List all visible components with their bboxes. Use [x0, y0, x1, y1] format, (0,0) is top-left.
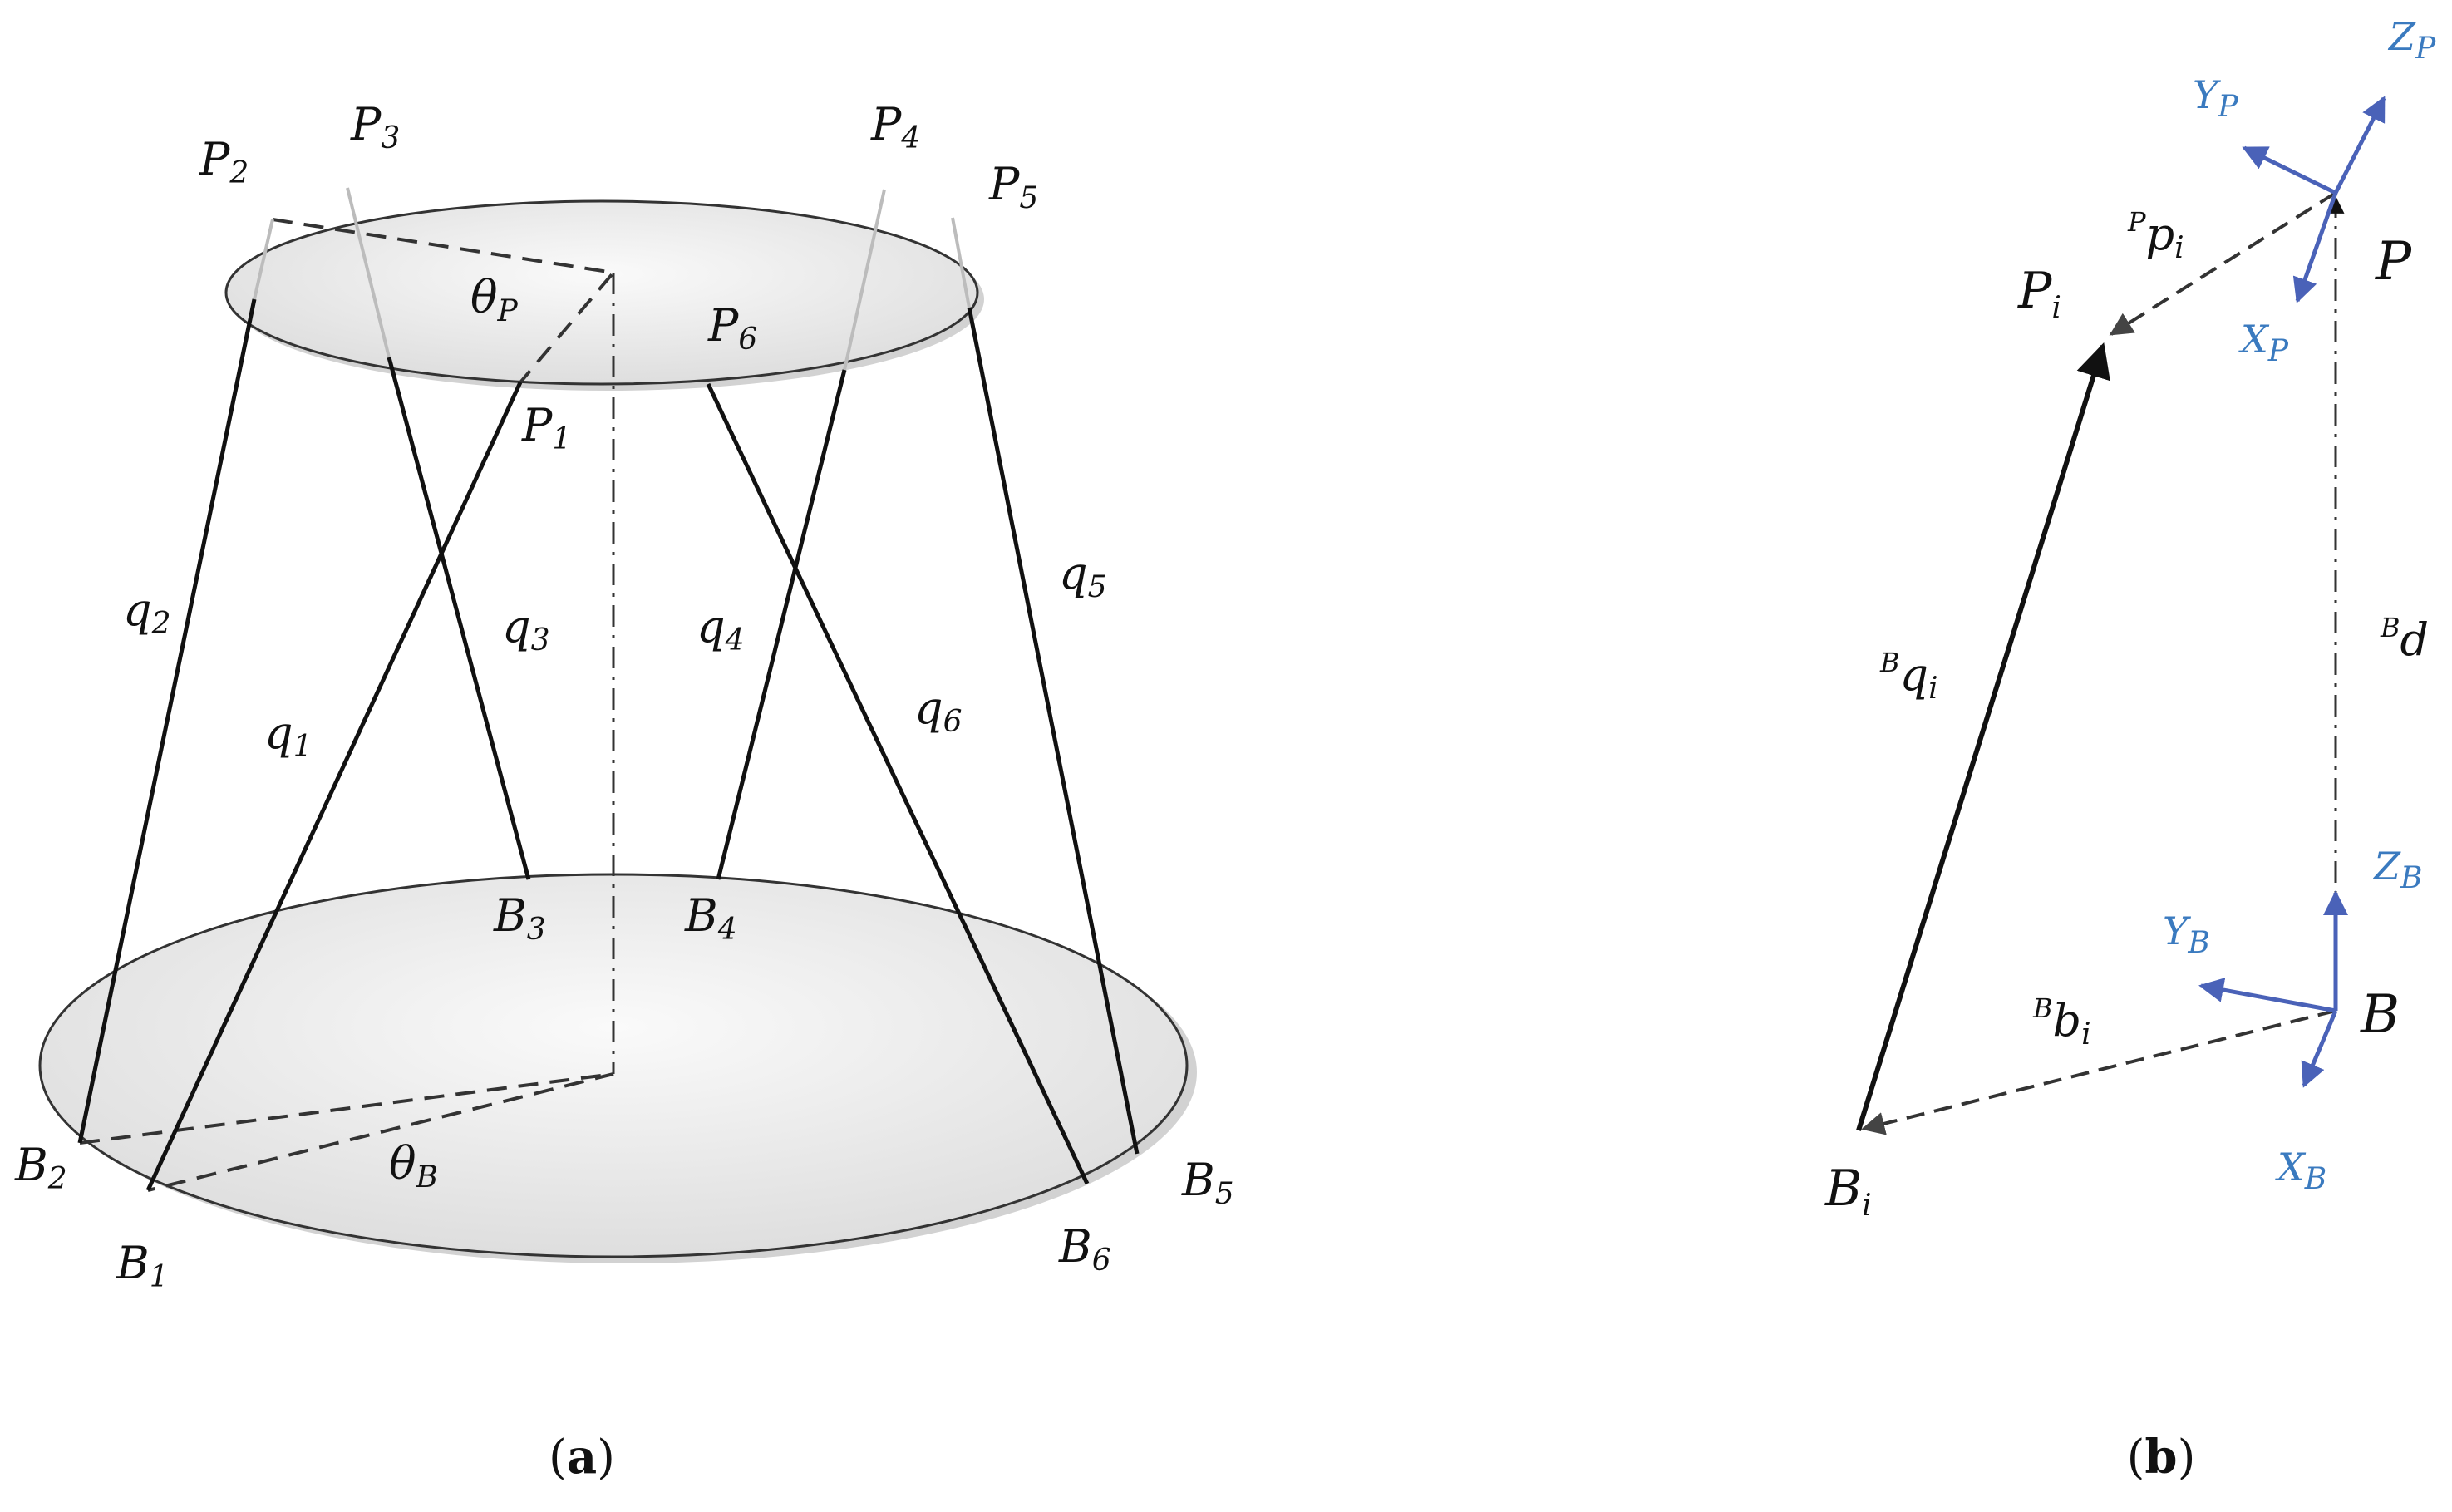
vector-b-i — [1861, 1009, 2336, 1135]
label-q1: q1 — [264, 707, 312, 764]
leg-q1 — [145, 381, 523, 1192]
label-p-vector: Ppi — [2127, 206, 2184, 265]
label-P: P — [2375, 231, 2412, 293]
leg-q3 — [387, 357, 531, 880]
frame-P-X-axis — [2292, 192, 2338, 303]
label-Y-P: YP — [2193, 72, 2238, 124]
label-q2: q2 — [123, 584, 170, 641]
label-B6: B6 — [1058, 1220, 1111, 1278]
label-B5: B5 — [1181, 1154, 1234, 1211]
label-Y-B: YB — [2163, 909, 2210, 960]
label-q4: q4 — [697, 600, 744, 657]
vector-q-i — [1856, 342, 2110, 1131]
label-theta-P: θP — [470, 271, 519, 328]
label-P5: P5 — [988, 158, 1038, 215]
label-b-vector: Bbi — [2032, 992, 2091, 1052]
frame-B-Y-axis — [2198, 978, 2336, 1013]
leg-q4 — [716, 369, 847, 880]
panel-b: Pi Bi P B Ppi Bqi Bbi Bd YP ZP XP ZB YB … — [1824, 14, 2436, 1485]
label-P4: P4 — [870, 98, 920, 155]
label-P1: P1 — [521, 399, 571, 456]
frame-B-X-axis — [2301, 1010, 2338, 1088]
label-P2: P2 — [199, 133, 249, 190]
label-Z-P: ZP — [2387, 14, 2436, 66]
label-X-B: XB — [2275, 1145, 2326, 1196]
label-B2: B2 — [14, 1139, 67, 1196]
label-q3: q3 — [502, 600, 549, 657]
leg-faint-3 — [346, 187, 391, 358]
vector-p-i — [2109, 191, 2337, 336]
leg-faint-5 — [951, 217, 971, 308]
label-X-P: XP — [2238, 317, 2289, 368]
leg-q2 — [77, 298, 257, 1144]
label-Bi: Bi — [1824, 1160, 1872, 1223]
label-Z-B: ZB — [2372, 844, 2422, 895]
label-B3: B3 — [493, 889, 546, 947]
caption-a: (a) — [549, 1430, 615, 1485]
label-B1: B1 — [116, 1237, 169, 1294]
leg-faint-4 — [843, 189, 886, 371]
label-P6: P6 — [707, 299, 757, 357]
label-theta-B: θB — [389, 1137, 438, 1194]
label-B4: B4 — [684, 889, 737, 947]
label-d-vector: Bd — [2380, 612, 2429, 666]
label-q6: q6 — [914, 682, 962, 739]
caption-b: (b) — [2127, 1430, 2196, 1485]
label-P3: P3 — [350, 98, 400, 155]
frame-P-Y-axis — [2242, 145, 2337, 195]
label-B: B — [2360, 984, 2400, 1046]
leg-q5 — [967, 307, 1140, 1155]
leg-faint-2 — [253, 219, 274, 300]
panel-a: P1 P2 P3 P4 P5 P6 B1 B2 B3 B4 B5 B6 q1 q… — [14, 98, 1234, 1485]
label-Pi: Pi — [2017, 262, 2061, 325]
top-ellipse — [224, 199, 979, 386]
frame-P-Z-axis — [2333, 96, 2386, 195]
label-q5: q5 — [1059, 547, 1106, 604]
label-q-vector: Bqi — [1879, 647, 1938, 706]
leg-q6 — [706, 382, 1090, 1185]
